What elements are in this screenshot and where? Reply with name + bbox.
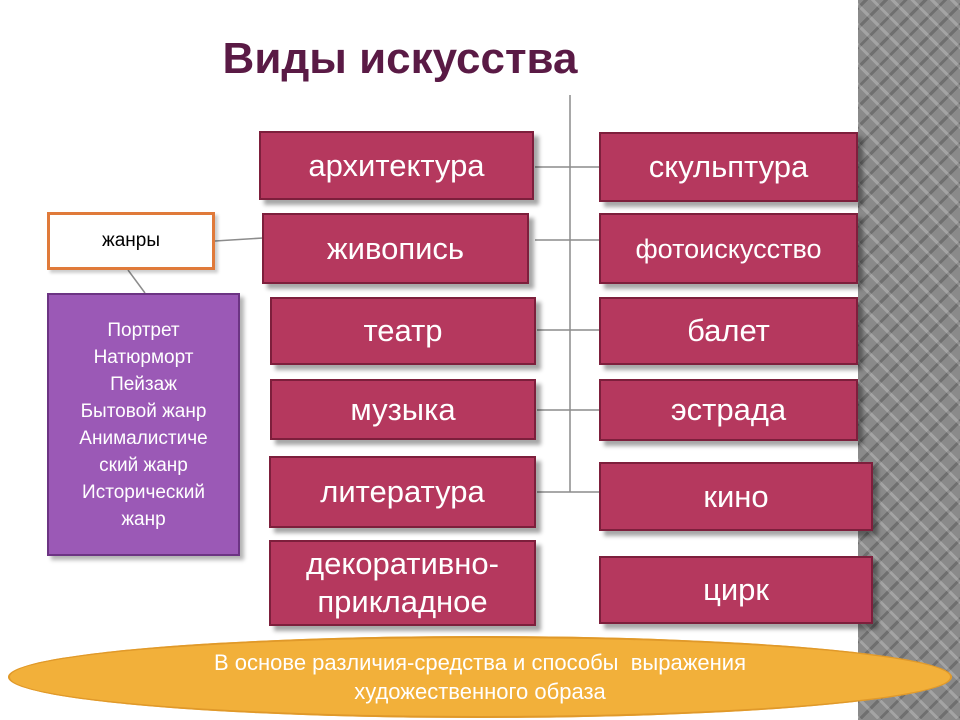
- page-title: Виды искусства: [222, 34, 578, 83]
- connector-genres-to-painting: [214, 237, 264, 242]
- art-box-painting: живопись: [262, 213, 529, 284]
- art-box-cinema: кино: [599, 462, 873, 531]
- art-box-variety: эстрада: [599, 379, 858, 441]
- art-box-ballet: балет: [599, 297, 858, 365]
- footer-line-1: В основе различия-средства и способы выр…: [213, 650, 746, 675]
- art-box-photography: фотоискусство: [599, 213, 858, 284]
- footer-text: В основе различия-средства и способы выр…: [100, 648, 860, 706]
- decorative-side-stripe: [858, 0, 960, 720]
- art-box-architecture: архитектура: [259, 131, 534, 200]
- art-box-music: музыка: [270, 379, 536, 440]
- genres-list-box: Портрет Натюрморт Пейзаж Бытовой жанр Ан…: [47, 293, 240, 556]
- genre-item: Натюрморт: [93, 346, 194, 368]
- art-box-decorative-applied: декоративно-прикладное: [269, 540, 536, 626]
- genre-item: Бытовой жанр: [80, 400, 207, 422]
- footer-line-2: художественного образа: [354, 679, 606, 704]
- footer-ellipse: [8, 636, 952, 718]
- genre-item: Пейзаж: [110, 373, 177, 395]
- connector-genres-to-list: [127, 269, 146, 294]
- art-box-circus: цирк: [599, 556, 873, 624]
- art-box-literature: литература: [269, 456, 536, 528]
- art-box-theatre: театр: [270, 297, 536, 365]
- genre-item: Портрет: [107, 319, 180, 341]
- genre-item: ский жанр: [99, 454, 188, 476]
- art-box-sculpture: скульптура: [599, 132, 858, 202]
- genre-item: Анималистиче: [79, 427, 208, 449]
- genre-item: Исторический: [82, 481, 205, 503]
- genres-label-box: жанры: [47, 212, 215, 270]
- genre-item: жанр: [121, 508, 166, 530]
